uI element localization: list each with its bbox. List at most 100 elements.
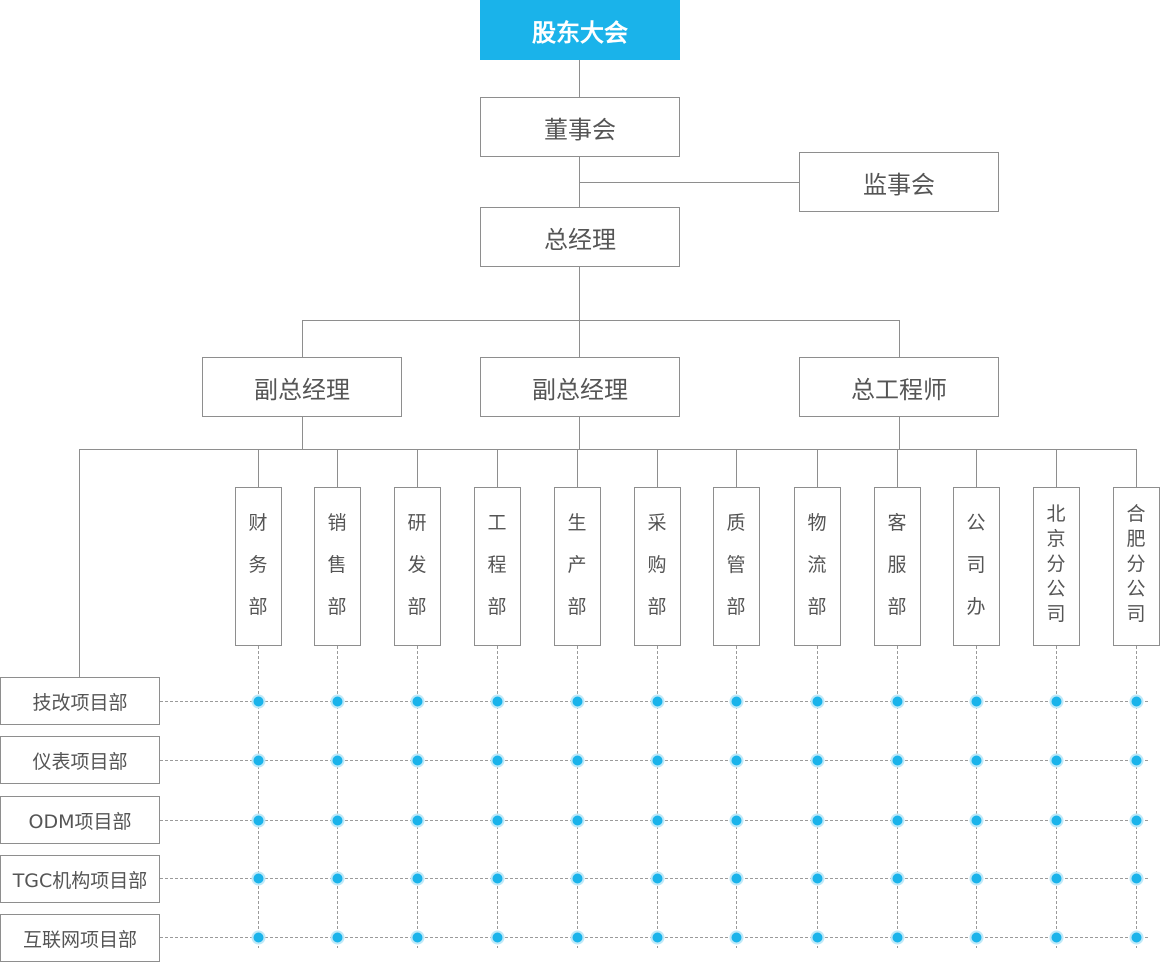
project-box: 互联网项目部	[0, 914, 160, 962]
matrix-node	[490, 813, 505, 828]
matrix-node	[410, 930, 425, 945]
matrix-node	[1049, 871, 1064, 886]
chief-engineer-label: 总工程师	[851, 375, 947, 404]
project-label: 技改项目部	[32, 691, 128, 714]
project-label: 互联网项目部	[22, 928, 137, 951]
matrix-node	[969, 930, 984, 945]
matrix-node	[650, 694, 665, 709]
shareholders-meeting-label: 股东大会	[532, 18, 628, 47]
matrix-node	[330, 871, 345, 886]
matrix-node	[729, 871, 744, 886]
matrix-node	[1129, 694, 1144, 709]
matrix-node	[650, 753, 665, 768]
matrix-node	[1049, 813, 1064, 828]
matrix-node	[810, 930, 825, 945]
department-box: 物流部	[793, 487, 841, 646]
matrix-node	[1049, 694, 1064, 709]
matrix-node	[490, 694, 505, 709]
matrix-node	[1049, 753, 1064, 768]
matrix-node	[890, 753, 905, 768]
matrix-node	[890, 694, 905, 709]
matrix-node	[1129, 813, 1144, 828]
matrix-node	[251, 694, 266, 709]
matrix-node	[810, 813, 825, 828]
matrix-node	[810, 871, 825, 886]
matrix-node	[330, 753, 345, 768]
general-manager-box: 总经理	[480, 207, 680, 267]
matrix-node	[251, 813, 266, 828]
shareholders-meeting-box: 股东大会	[480, 0, 680, 60]
matrix-node	[890, 871, 905, 886]
department-label: 研发部	[407, 512, 427, 618]
matrix-node	[890, 930, 905, 945]
department-label: 物流部	[807, 512, 827, 618]
department-box: 北京分公司	[1032, 487, 1080, 646]
matrix-node	[410, 871, 425, 886]
matrix-node	[410, 813, 425, 828]
project-box: 技改项目部	[0, 677, 160, 725]
matrix-node	[729, 813, 744, 828]
project-box: TGC机构项目部	[0, 855, 160, 903]
matrix-node	[251, 930, 266, 945]
department-box: 合肥分公司	[1112, 487, 1160, 646]
general-manager-label: 总经理	[544, 225, 616, 254]
department-box: 财务部	[234, 487, 282, 646]
deputy-manager-label: 副总经理	[532, 375, 628, 404]
matrix-node	[570, 871, 585, 886]
chief-engineer-box: 总工程师	[799, 357, 999, 417]
matrix-node	[570, 813, 585, 828]
matrix-node	[251, 753, 266, 768]
deputy-manager-label: 副总经理	[254, 375, 350, 404]
matrix-node	[570, 753, 585, 768]
matrix-node	[650, 930, 665, 945]
matrix-node	[650, 813, 665, 828]
matrix-node	[729, 930, 744, 945]
department-label: 客服部	[887, 512, 907, 618]
matrix-node	[490, 753, 505, 768]
department-label: 生产部	[567, 512, 587, 618]
matrix-node	[1129, 753, 1144, 768]
matrix-node	[330, 930, 345, 945]
project-box: 仪表项目部	[0, 736, 160, 784]
project-label: ODM项目部	[28, 810, 132, 833]
department-label: 工程部	[487, 512, 507, 618]
matrix-node	[969, 871, 984, 886]
project-label: TGC机构项目部	[12, 869, 148, 892]
matrix-node	[1049, 930, 1064, 945]
matrix-node	[1129, 871, 1144, 886]
department-box: 采购部	[633, 487, 681, 646]
matrix-node	[251, 871, 266, 886]
matrix-node	[729, 753, 744, 768]
deputy-manager-box: 副总经理	[480, 357, 680, 417]
department-box: 质管部	[712, 487, 760, 646]
department-label: 合肥分公司	[1126, 503, 1146, 625]
deputy-manager-box: 副总经理	[202, 357, 402, 417]
supervisory-board-box: 监事会	[799, 152, 999, 212]
department-box: 销售部	[313, 487, 361, 646]
matrix-node	[890, 813, 905, 828]
department-box: 研发部	[393, 487, 441, 646]
matrix-node	[490, 930, 505, 945]
matrix-node	[330, 813, 345, 828]
matrix-node	[969, 694, 984, 709]
department-label: 财务部	[248, 512, 268, 618]
matrix-node	[490, 871, 505, 886]
department-box: 公司办	[952, 487, 1000, 646]
department-box: 工程部	[473, 487, 521, 646]
matrix-node	[729, 694, 744, 709]
department-label: 质管部	[726, 512, 746, 618]
department-box: 生产部	[553, 487, 601, 646]
department-label: 采购部	[647, 512, 667, 618]
matrix-node	[969, 813, 984, 828]
matrix-node	[410, 753, 425, 768]
matrix-node	[410, 694, 425, 709]
department-label: 公司办	[966, 512, 986, 618]
board-of-directors-label: 董事会	[544, 115, 616, 144]
matrix-node	[969, 753, 984, 768]
supervisory-board-label: 监事会	[863, 170, 935, 199]
matrix-node	[650, 871, 665, 886]
matrix-node	[810, 694, 825, 709]
board-of-directors-box: 董事会	[480, 97, 680, 157]
department-label: 销售部	[327, 512, 347, 618]
